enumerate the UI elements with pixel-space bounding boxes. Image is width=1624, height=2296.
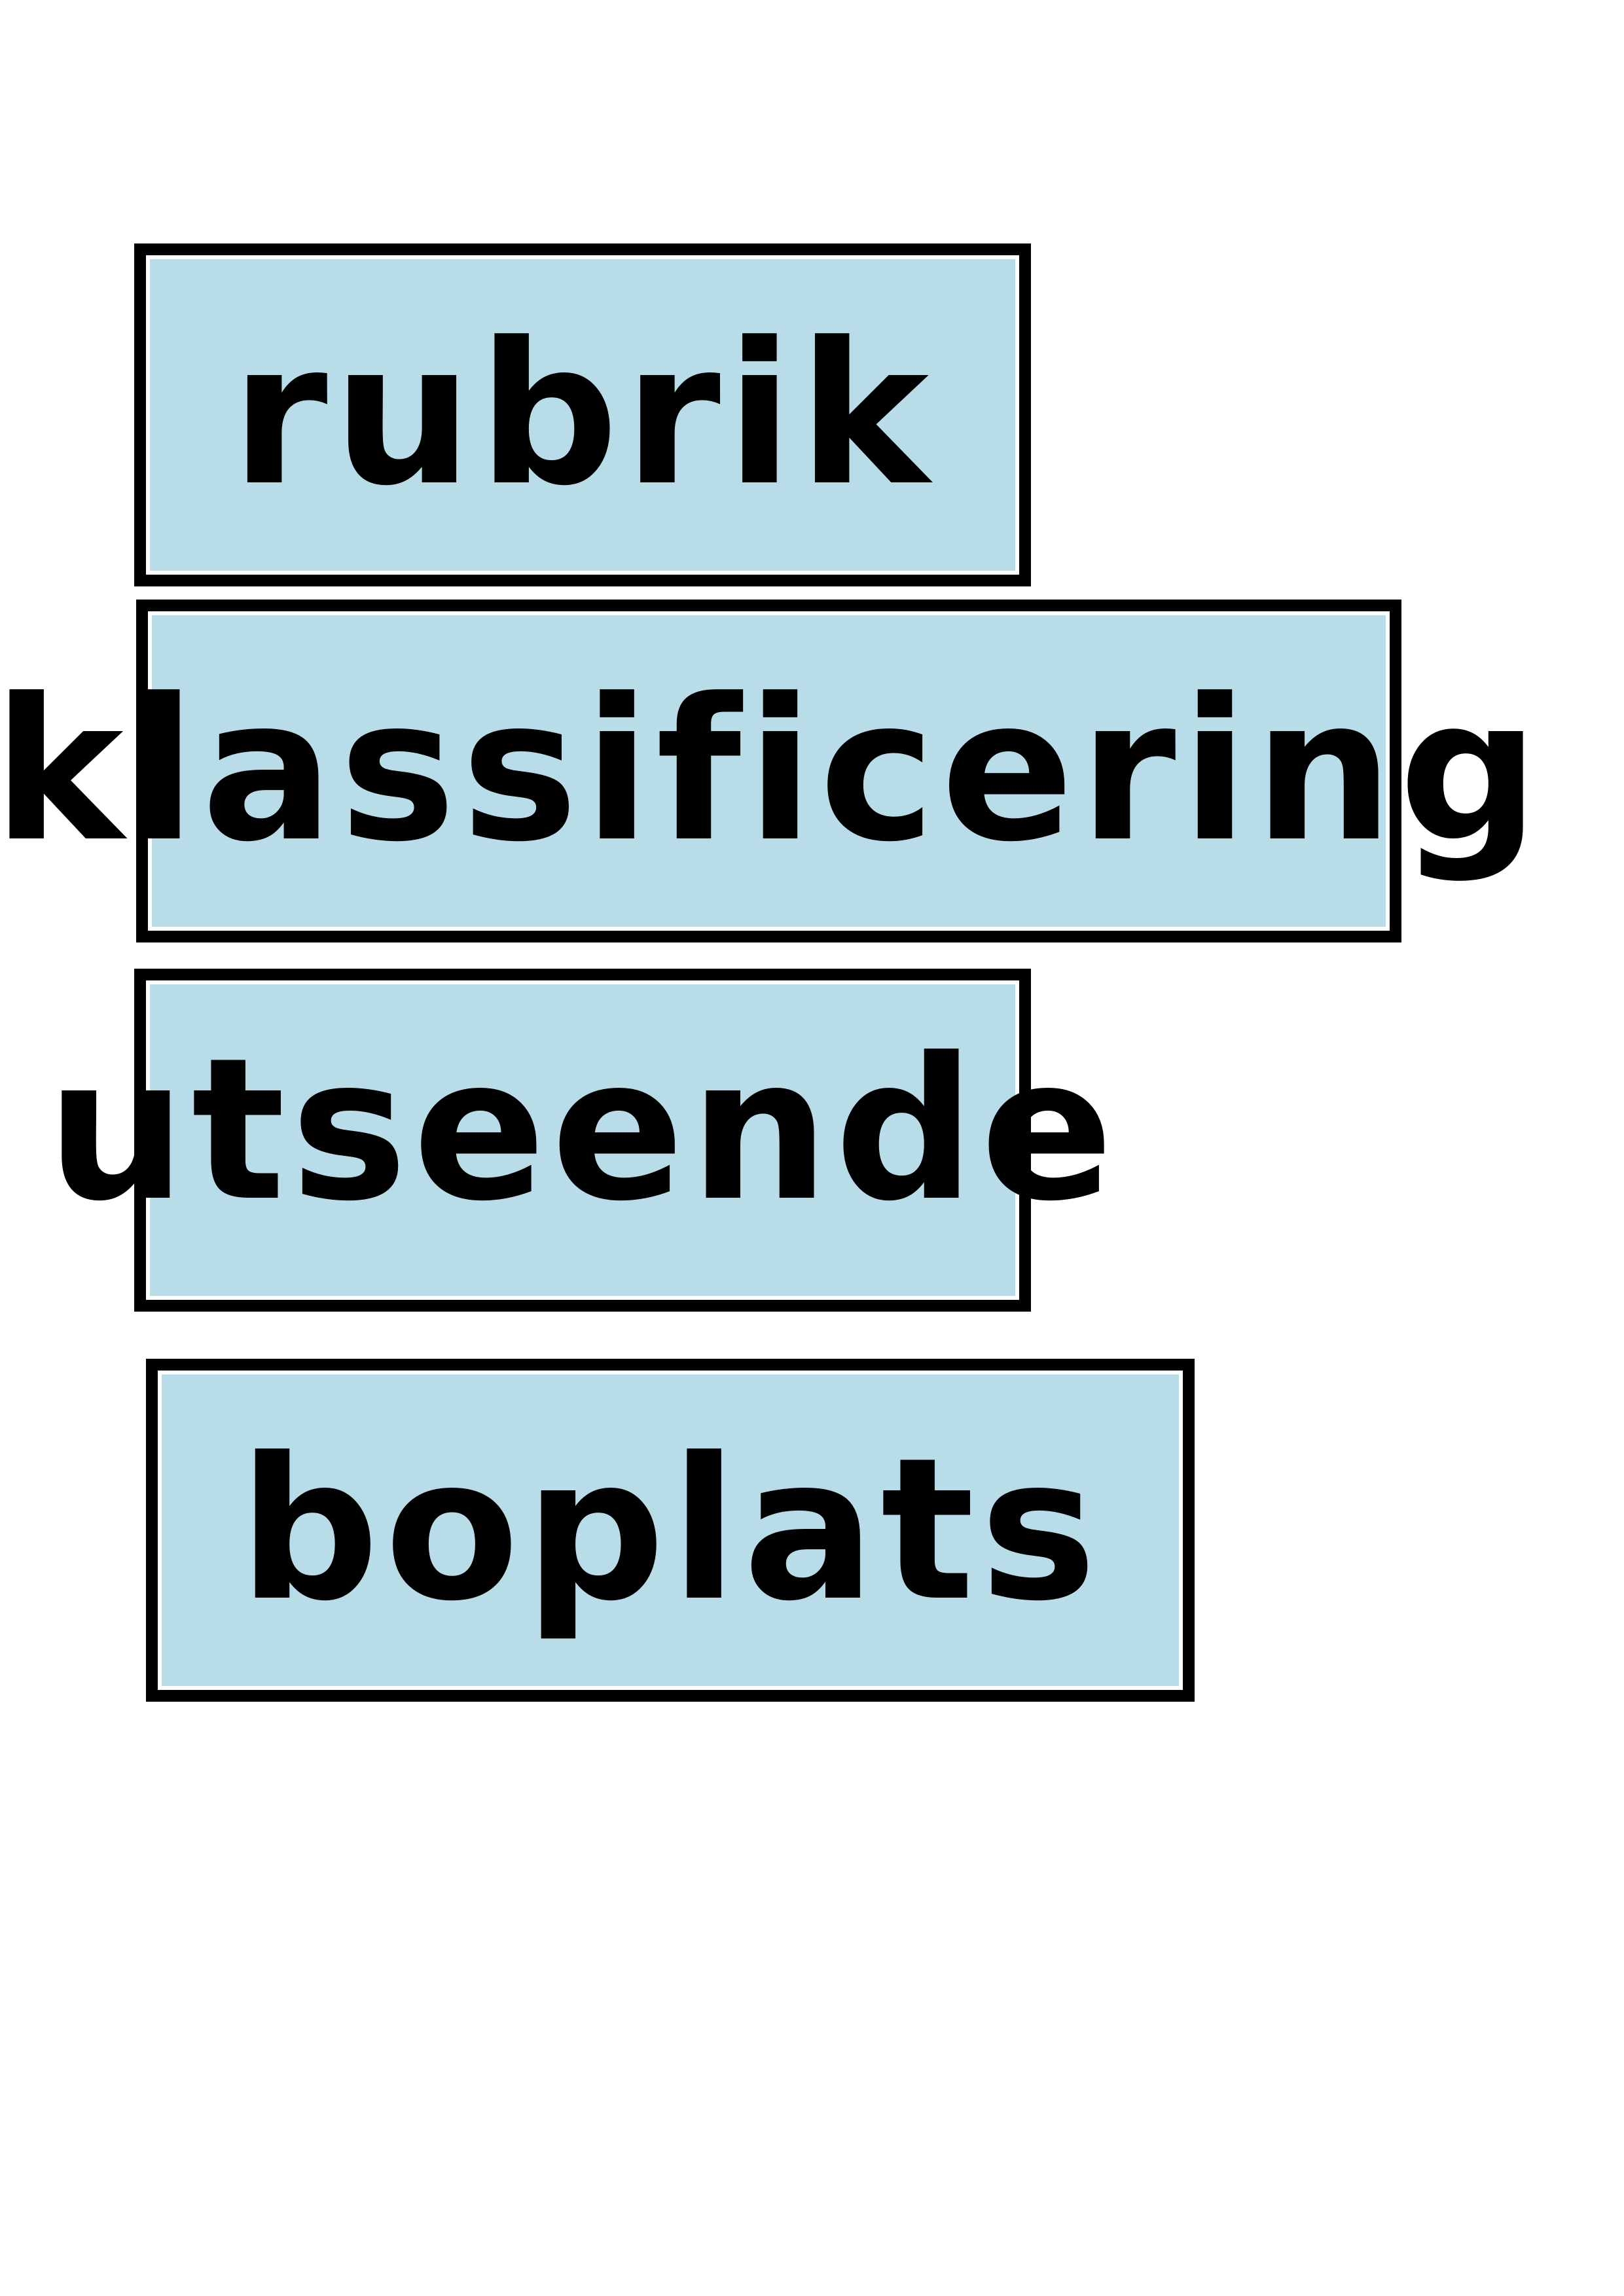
word-card-rubrik: rubrik — [134, 243, 1031, 586]
word-card-fill: boplats — [162, 1374, 1179, 1686]
word-card-fill: rubrik — [150, 259, 1015, 571]
word-card-fill: klassificering — [0, 615, 1540, 927]
word-card-klassificering: klassificering — [0, 600, 1540, 942]
word-label: utseende — [46, 1016, 1119, 1244]
word-card-fill: utseende — [46, 984, 1113, 1296]
word-card-boplats: boplats — [146, 1359, 1195, 1702]
word-label: rubrik — [230, 300, 935, 529]
word-card-utseende: utseende — [46, 969, 1113, 1312]
word-label: klassificering — [0, 656, 1545, 885]
word-label: boplats — [238, 1416, 1102, 1644]
